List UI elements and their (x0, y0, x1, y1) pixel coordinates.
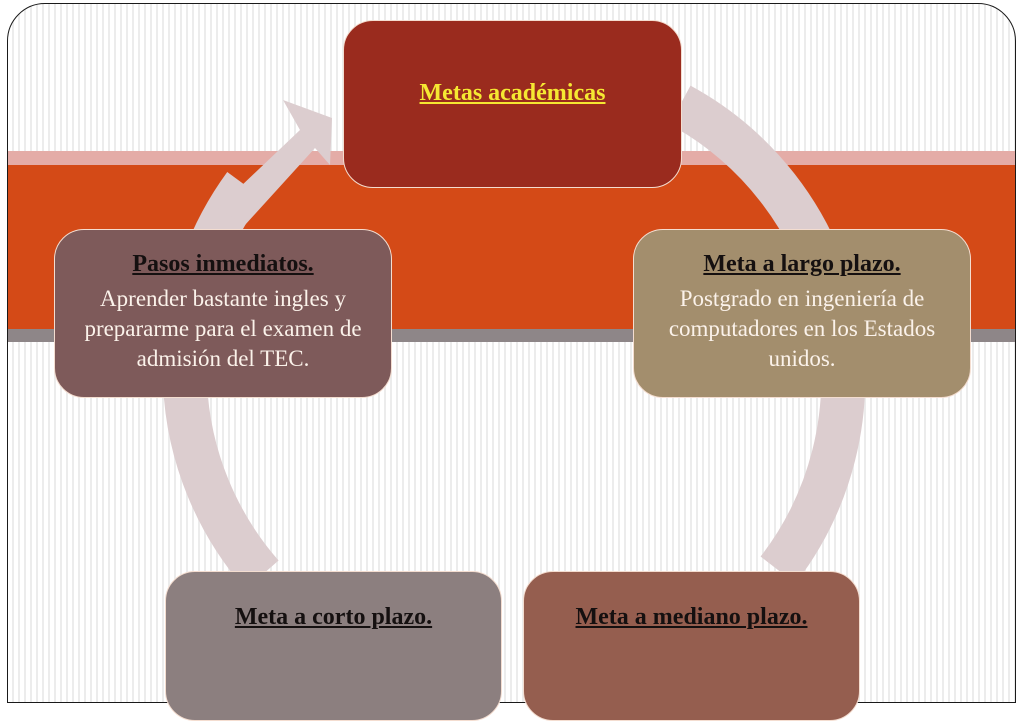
node-meta-mediano-plazo: Meta a mediano plazo. (523, 571, 860, 721)
node-metas-academicas: Metas académicas (343, 20, 682, 188)
node-meta-corto-plazo: Meta a corto plazo. (165, 571, 502, 721)
node-text: Aprender bastante ingles y prepararme pa… (84, 286, 362, 371)
node-title: Pasos inmediatos. (132, 251, 314, 277)
node-pasos-inmediatos: Pasos inmediatos. Aprender bastante ingl… (54, 229, 392, 398)
node-text: Postgrado en ingeniería de computadores … (668, 286, 936, 371)
arrow-head-icon (218, 100, 332, 225)
node-title: Meta a mediano plazo. (575, 604, 808, 630)
node-title: Meta a corto plazo. (234, 604, 433, 630)
center-title: Metas académicas (419, 80, 606, 106)
node-title: Meta a largo plazo. (703, 251, 901, 277)
node-meta-largo-plazo: Meta a largo plazo. Postgrado en ingenie… (633, 229, 971, 398)
